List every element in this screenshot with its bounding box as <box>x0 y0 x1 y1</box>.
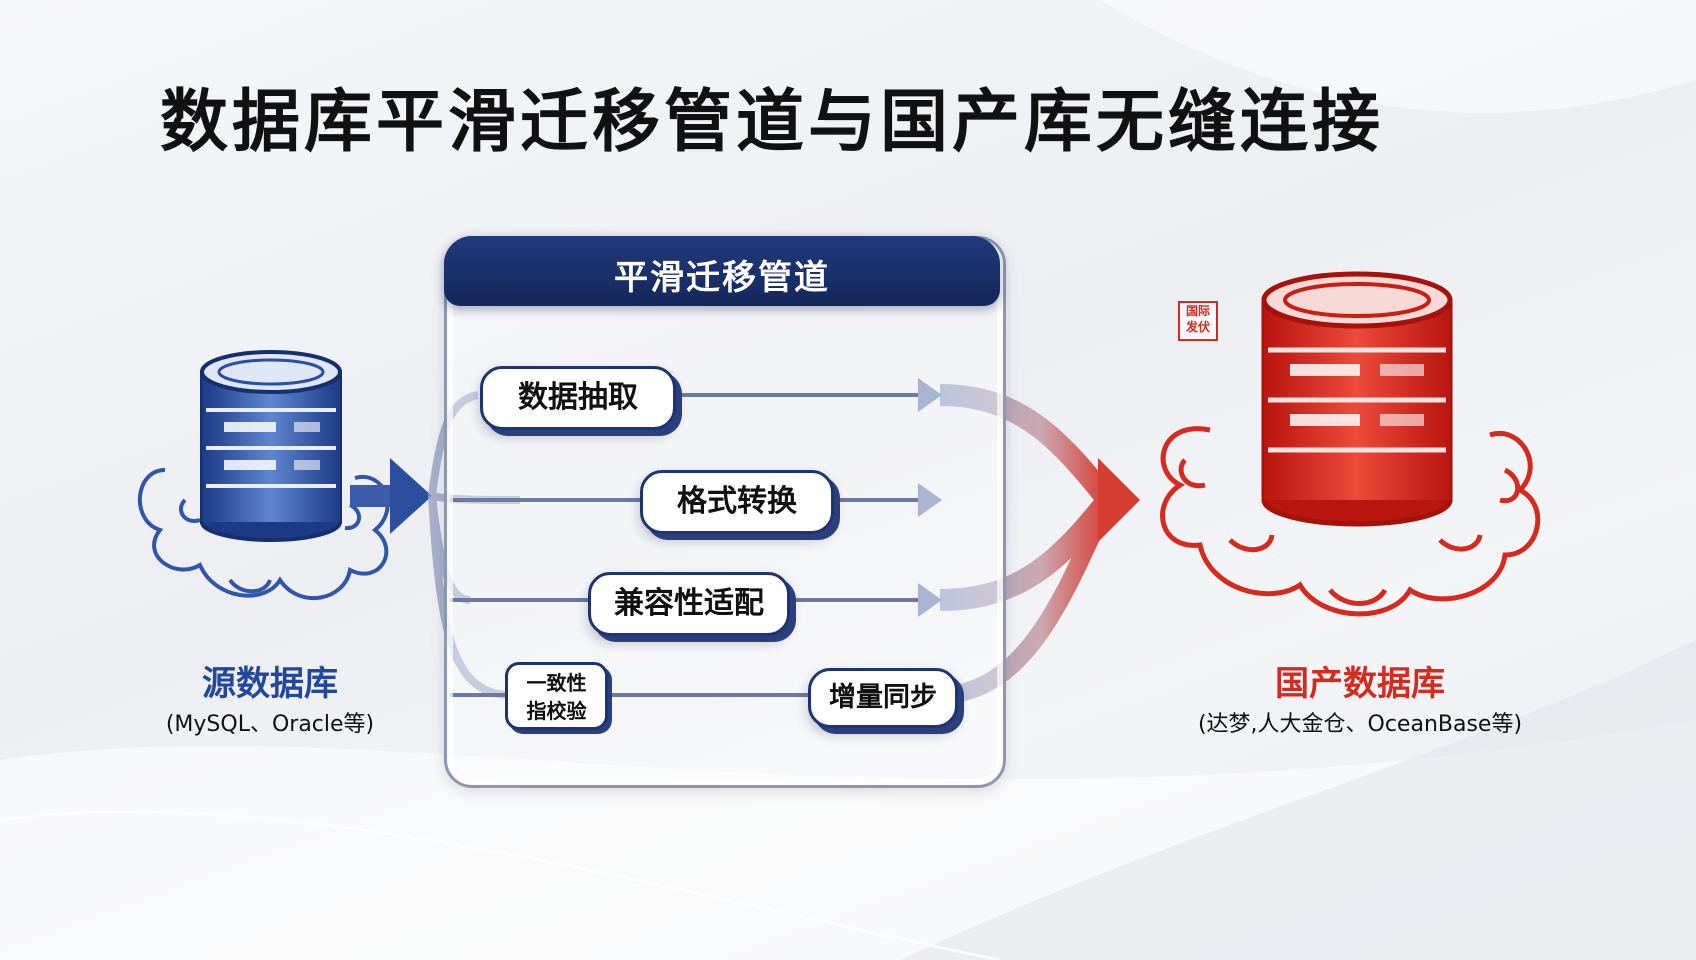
source-db-subtitle: (MySQL、Oracle等) <box>165 712 375 737</box>
pipeline-header <box>444 236 1000 306</box>
step-incremental-sync: 增量同步 <box>808 668 958 728</box>
seal-stamp-icon: 国际发伏 <box>1178 301 1218 341</box>
step-label-2: 指校验 <box>526 699 587 723</box>
target-cloud-icon <box>1160 426 1541 617</box>
source-arrow-icon <box>350 458 432 534</box>
step-compatibility-adaptation: 兼容性适配 <box>588 572 790 636</box>
page-title: 数据库平滑迁移管道与国产库无缝连接 <box>160 83 1385 162</box>
target-db-name: 国产数据库 <box>1275 664 1445 704</box>
step-label: 兼容性适配 <box>614 586 764 621</box>
step-label: 增量同步 <box>829 682 937 713</box>
step-label: 格式转换 <box>677 484 797 519</box>
output-flow-arrows <box>918 378 1140 712</box>
step-consistency-check: 一致性 指校验 <box>505 662 608 730</box>
source-cloud-icon <box>137 468 390 600</box>
source-database-icon <box>137 350 390 600</box>
step-label: 数据抽取 <box>518 380 638 415</box>
target-db-subtitle: (达梦,人大金仓、OceanBase等) <box>1197 712 1523 737</box>
step-data-extraction: 数据抽取 <box>480 366 676 430</box>
step-format-conversion: 格式转换 <box>640 470 834 534</box>
pipeline-connector-lines <box>450 393 918 697</box>
pipeline-title: 平滑迁移管道 <box>614 258 830 298</box>
source-db-name: 源数据库 <box>202 664 338 704</box>
target-database-icon <box>1160 271 1541 617</box>
step-label: 一致性 <box>526 671 587 695</box>
